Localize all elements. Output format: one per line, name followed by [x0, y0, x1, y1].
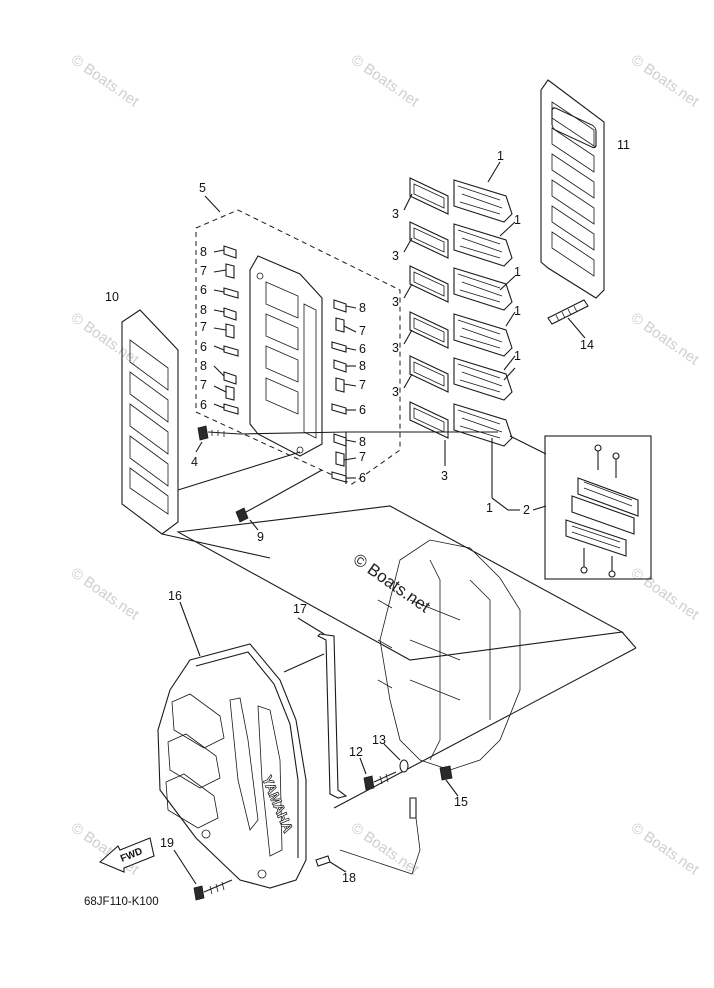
- reed-block: [249, 255, 323, 457]
- watermark-text: © Boats.net: [628, 564, 703, 623]
- callout-6: 6: [359, 471, 366, 485]
- reed-valve-stack: [409, 177, 513, 447]
- watermark-text: © Boats.net: [68, 564, 143, 623]
- callout-3: 3: [392, 249, 399, 263]
- bolt-9: [235, 499, 269, 531]
- fittings-left: [213, 245, 239, 415]
- callout-7: 7: [200, 320, 207, 334]
- assembly-5-outline: [195, 195, 401, 485]
- callout-8: 8: [359, 301, 366, 315]
- callout-1: 1: [514, 265, 521, 279]
- callout-5: 5: [199, 181, 206, 195]
- callout-6: 6: [359, 342, 366, 356]
- callout-19: 19: [160, 836, 174, 850]
- o-ring-17: [283, 617, 348, 799]
- watermark-text: © Boats.net: [68, 51, 143, 110]
- nut-15: [439, 765, 459, 797]
- reed-plate-row: [409, 401, 513, 447]
- callout-6: 6: [200, 283, 207, 297]
- callout-8: 8: [200, 359, 207, 373]
- callout-11: 11: [617, 138, 630, 152]
- fwd-arrow-icon: FWD: [98, 837, 155, 873]
- callout-1: 1: [514, 349, 521, 363]
- callout-9: 9: [257, 530, 264, 544]
- watermark-text: © Boats.net: [628, 51, 703, 110]
- callout-16: 16: [168, 589, 182, 603]
- callout-18: 18: [342, 871, 356, 885]
- gasket-10: [121, 309, 179, 535]
- diagram-code: 68JF110-K100: [84, 896, 159, 908]
- reed-plate-row: [409, 311, 513, 357]
- callout-3: 3: [392, 295, 399, 309]
- watermark-text: © Boats.net: [348, 819, 423, 878]
- callout-10: 10: [105, 290, 119, 304]
- projection-lines: [161, 431, 347, 559]
- fittings-right: [331, 299, 357, 483]
- washer-13: [383, 743, 409, 773]
- callout-8: 8: [200, 303, 207, 317]
- inset-box: [544, 435, 652, 580]
- engine-block: [377, 539, 521, 771]
- callout-8: 8: [359, 435, 366, 449]
- callout-15: 15: [454, 795, 468, 809]
- callout-14: 14: [580, 338, 594, 352]
- callout-7: 7: [359, 450, 366, 464]
- callout-4: 4: [191, 455, 198, 469]
- callout-1: 1: [486, 501, 493, 515]
- reed-plate-row: [409, 355, 513, 401]
- callout-6: 6: [200, 340, 207, 354]
- reed-plate-row: [409, 221, 513, 267]
- reed-plate-row: [409, 177, 513, 223]
- callout-8: 8: [359, 359, 366, 373]
- stud-14: [547, 299, 589, 339]
- callout-7: 7: [200, 378, 207, 392]
- callout-3: 3: [441, 469, 448, 483]
- center-watermark: © Boats.net: [350, 550, 434, 617]
- callout-3: 3: [392, 341, 399, 355]
- callout-3: 3: [392, 207, 399, 221]
- callout-6: 6: [359, 403, 366, 417]
- callout-1: 1: [514, 213, 521, 227]
- callout-1: 1: [514, 304, 521, 318]
- callouts: 1 1 1 1 1 1 2 3 3 3 3 3 3 4 5 6 6 6 6 6 …: [105, 138, 630, 885]
- stud-18: [315, 797, 421, 875]
- callout-1: 1: [497, 149, 504, 163]
- callout-17: 17: [293, 602, 307, 616]
- gasket-11: [540, 79, 605, 299]
- mounting-plane: [176, 505, 637, 809]
- watermark-text: © Boats.net: [628, 819, 703, 878]
- callout-8: 8: [200, 245, 207, 259]
- watermark-text: © Boats.net: [628, 309, 703, 368]
- callout-7: 7: [200, 264, 207, 278]
- reed-plate-row: [409, 265, 513, 311]
- bolt-19: [173, 849, 233, 901]
- callout-13: 13: [372, 733, 386, 747]
- callout-6: 6: [200, 398, 207, 412]
- intake-silencer-16: YAMAHA: [157, 601, 307, 889]
- callout-7: 7: [359, 324, 366, 338]
- bolt-12: [359, 757, 397, 791]
- watermark-text: © Boats.net: [68, 309, 143, 368]
- callout-3: 3: [392, 385, 399, 399]
- callout-2: 2: [523, 503, 530, 517]
- callout-7: 7: [359, 378, 366, 392]
- watermark-text: © Boats.net: [348, 51, 423, 110]
- callout-12: 12: [349, 745, 363, 759]
- bolt-4: [195, 425, 241, 453]
- leader-lines: [346, 161, 547, 511]
